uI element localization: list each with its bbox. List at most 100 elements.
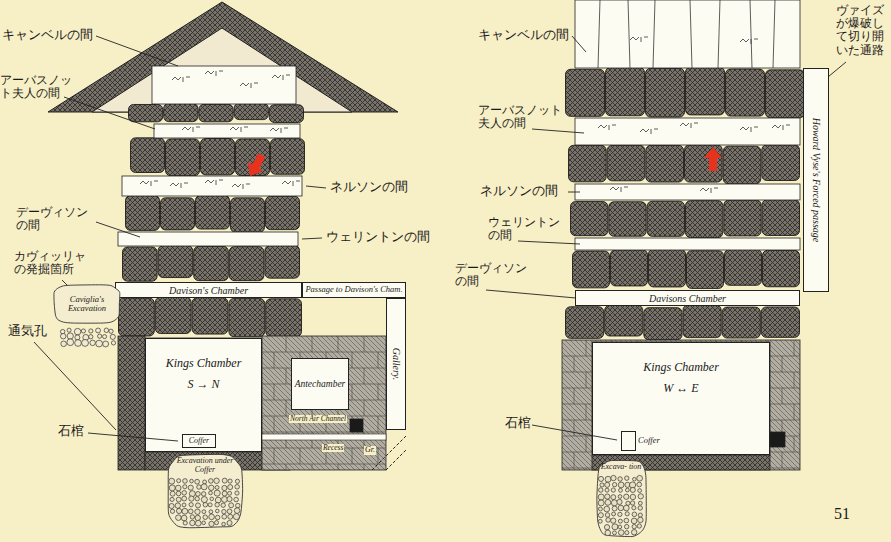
masonry-block bbox=[607, 145, 645, 180]
rubble-stone bbox=[637, 524, 641, 528]
joint-line bbox=[286, 400, 287, 416]
rubble-stone bbox=[228, 491, 232, 495]
joint-line bbox=[352, 448, 353, 464]
rubble-stone bbox=[605, 513, 610, 518]
inscription-mark bbox=[630, 37, 648, 42]
joint-line bbox=[378, 352, 379, 368]
joint-line bbox=[574, 420, 575, 436]
joint-line bbox=[794, 436, 795, 452]
chamber-label: Davison's Chamber bbox=[169, 285, 248, 296]
leader-line bbox=[34, 342, 116, 430]
inscription-mark bbox=[640, 129, 658, 134]
rubble-stone bbox=[175, 503, 180, 508]
joint-line bbox=[794, 468, 795, 470]
rubble-stone bbox=[203, 515, 208, 520]
rubble-stone bbox=[611, 500, 617, 506]
masonry-course bbox=[566, 67, 805, 118]
leader-line bbox=[518, 241, 580, 244]
rubble-stone bbox=[215, 486, 219, 490]
stone-joint bbox=[598, 0, 600, 68]
joint-line bbox=[782, 388, 783, 404]
masonry-block bbox=[166, 139, 200, 176]
inscription-mark bbox=[680, 123, 698, 128]
masonry-block bbox=[647, 201, 684, 236]
rubble-stone bbox=[202, 510, 206, 514]
rubble-stone bbox=[610, 495, 615, 500]
rubble-stone bbox=[638, 501, 642, 505]
rubble-stone bbox=[81, 329, 85, 333]
masonry-course bbox=[573, 249, 800, 288]
inscription-mark bbox=[282, 181, 300, 186]
masonry-block bbox=[192, 298, 228, 334]
inscription-mark bbox=[740, 127, 758, 132]
rubble-stone bbox=[612, 531, 616, 535]
rubble-stone bbox=[618, 482, 624, 488]
rubble-stone bbox=[625, 512, 629, 516]
rubble-stone bbox=[617, 477, 621, 481]
gallery-slope bbox=[372, 436, 406, 470]
rubble-stone bbox=[604, 488, 608, 492]
masonry-block bbox=[229, 298, 265, 336]
joint-line bbox=[312, 336, 313, 352]
rubble-stone bbox=[214, 490, 220, 496]
chamber-caption: ウェリントンの間 bbox=[326, 230, 430, 244]
joint-line bbox=[300, 448, 301, 464]
rubble-stone bbox=[60, 334, 65, 339]
rubble-stone bbox=[210, 497, 214, 501]
rubble-stone bbox=[630, 494, 635, 499]
rubble-stone bbox=[228, 514, 233, 519]
rubble-stone bbox=[182, 508, 188, 514]
joint-line bbox=[794, 404, 795, 420]
joint-line bbox=[352, 384, 353, 400]
joint-line bbox=[574, 356, 575, 372]
masonry-block bbox=[266, 299, 302, 337]
masonry-course bbox=[119, 297, 302, 336]
masonry-wall bbox=[262, 336, 386, 470]
masonry-block bbox=[161, 198, 195, 230]
masonry-block bbox=[566, 307, 604, 339]
leader-line bbox=[532, 425, 617, 440]
rubble-stone bbox=[110, 334, 115, 339]
rubble-stone bbox=[214, 478, 219, 483]
rubble-stone bbox=[604, 494, 609, 499]
rubble-stone bbox=[638, 494, 643, 499]
joint-line bbox=[378, 448, 379, 464]
chamber-caption: ヴァイズが爆破して切り開いた通路 bbox=[836, 4, 886, 57]
leader-line bbox=[306, 186, 326, 188]
rubble-stone bbox=[605, 518, 610, 523]
rubble-stone bbox=[631, 530, 636, 535]
rubble-stone bbox=[604, 525, 609, 530]
masonry-block bbox=[573, 251, 610, 288]
chamber-fill bbox=[145, 338, 262, 452]
rubble-stone bbox=[201, 484, 207, 490]
rubble-stone bbox=[203, 480, 207, 484]
rubble-stone bbox=[98, 334, 102, 338]
excavation-outline-path bbox=[596, 460, 645, 536]
masonry-block bbox=[265, 245, 300, 278]
joint-line bbox=[274, 416, 275, 432]
rubble-stone bbox=[598, 507, 602, 511]
chamber-label: Excavation under Coffer bbox=[168, 457, 242, 475]
chamber-label: Antechamber bbox=[295, 379, 346, 389]
masonry-block bbox=[686, 67, 725, 115]
rubble-stone bbox=[203, 502, 208, 507]
rubble-stone bbox=[631, 518, 637, 524]
joint-line bbox=[338, 464, 339, 470]
rubble-stone bbox=[618, 505, 624, 511]
coffer-box: Coffer bbox=[182, 434, 216, 448]
masonry-block bbox=[762, 200, 799, 236]
relieving-chamber bbox=[575, 184, 800, 200]
rubble-stone bbox=[222, 485, 227, 490]
joint-line bbox=[586, 468, 587, 470]
rubble-stone bbox=[176, 491, 181, 496]
joint-line bbox=[364, 368, 365, 384]
rubble-stone bbox=[209, 514, 215, 520]
joint-line bbox=[274, 384, 275, 400]
chamber-box: Kings ChamberS → NCoffer bbox=[145, 338, 262, 452]
masonry-block bbox=[687, 251, 724, 289]
illustration-group bbox=[34, 0, 846, 470]
masonry-block bbox=[199, 104, 233, 121]
gallery-passage: Gallery. bbox=[386, 298, 406, 430]
chamber-label: Caviglia's Excavation bbox=[54, 295, 120, 314]
chamber-box: Kings ChamberW ↔ ECoffer bbox=[592, 342, 770, 455]
